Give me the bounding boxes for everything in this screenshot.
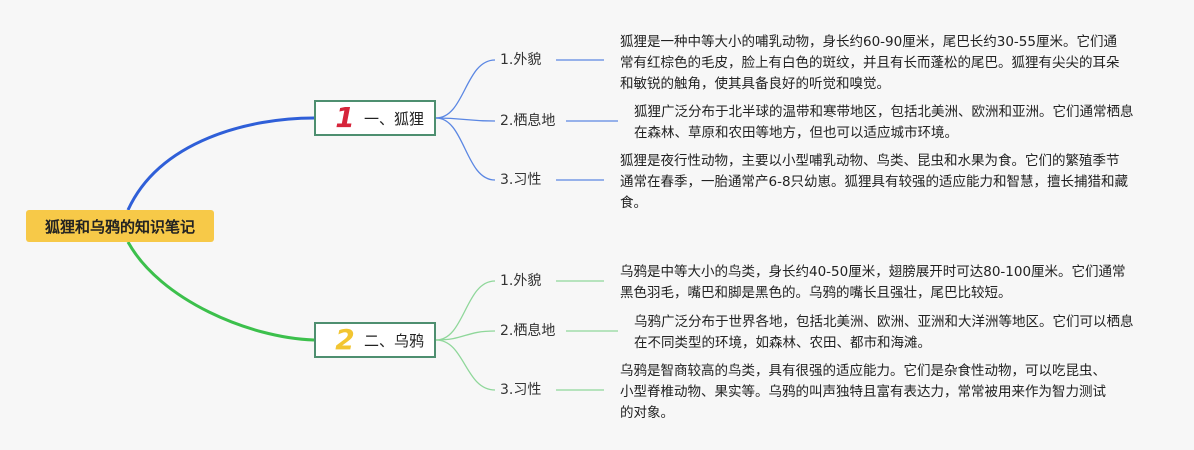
crow-habitat-text: 乌鸦广泛分布于世界各地，包括北美洲、欧洲、亚洲和大洋洲等地区。它们可以栖息在不同… — [634, 314, 1134, 351]
root-to-fox-link — [126, 116, 315, 211]
fox-habitat-text: 狐狸广泛分布于北半球的温带和寒带地区，包括北美洲、欧洲和亚洲。它们通常栖息在森林… — [634, 104, 1134, 141]
branch-fox[interactable]: 1 一、狐狸 — [314, 100, 436, 136]
branch-crow[interactable]: 2 二、乌鸦 — [314, 322, 436, 358]
crow-to-habits-link — [435, 339, 496, 391]
branch-crow-label: 二、乌鸦 — [364, 331, 425, 350]
crow-appearance-topic[interactable]: 1.外貌 — [500, 273, 542, 289]
root-topic-label: 狐狸和乌鸦的知识笔记 — [44, 217, 195, 236]
fox-to-habitat-link — [435, 117, 496, 122]
fox-to-appearance-link — [435, 59, 496, 119]
fox-habitat-topic[interactable]: 2.栖息地 — [500, 113, 556, 129]
crow-appearance-text: 乌鸦是中等大小的鸟类，身长约40-50厘米，翅膀展开时可达80-100厘米。它们… — [620, 264, 1126, 301]
fox-to-habits-link — [435, 117, 496, 181]
crow-habitat-topic[interactable]: 2.栖息地 — [500, 323, 556, 339]
crow-habits-text: 乌鸦是智商较高的鸟类，具有很强的适应能力。它们是杂食性动物，可以吃昆虫、小型脊椎… — [620, 363, 1106, 421]
fox-habits-topic[interactable]: 3.习性 — [500, 172, 542, 188]
crow-to-habitat-link — [435, 330, 496, 341]
root-to-crow-link — [126, 241, 315, 342]
crow-habits-topic[interactable]: 3.习性 — [500, 382, 542, 398]
number-one-icon: 1 — [335, 101, 355, 134]
fox-appearance-text: 狐狸是一种中等大小的哺乳动物，身长约60-90厘米，尾巴长约30-55厘米。它们… — [620, 34, 1120, 92]
number-two-icon: 2 — [335, 323, 355, 356]
fox-habits-text: 狐狸是夜行性动物，主要以小型哺乳动物、鸟类、昆虫和水果为食。它们的繁殖季节通常在… — [620, 153, 1129, 211]
crow-to-appearance-link — [435, 280, 496, 341]
root-topic[interactable]: 狐狸和乌鸦的知识笔记 — [26, 210, 214, 242]
branch-fox-label: 一、狐狸 — [364, 109, 425, 128]
fox-appearance-topic[interactable]: 1.外貌 — [500, 52, 542, 68]
